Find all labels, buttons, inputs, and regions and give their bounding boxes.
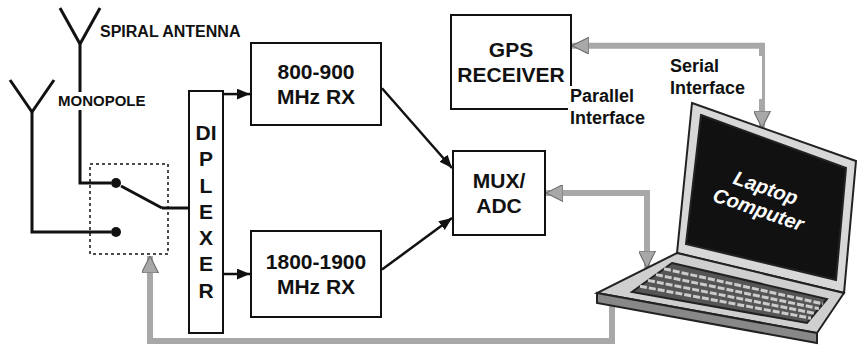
antenna-arm xyxy=(60,8,80,44)
keyboard-keys xyxy=(648,280,815,313)
interface-label: Serial Interface xyxy=(668,56,762,99)
switch-contact xyxy=(111,178,121,188)
diplexer-box: DIPLEXER xyxy=(188,90,224,334)
box-label: MUX/ ADC xyxy=(468,168,530,218)
signal-arrow xyxy=(382,88,452,168)
interface-label: Parallel Interface xyxy=(568,86,662,129)
antenna-arm xyxy=(80,8,100,44)
antenna-arm xyxy=(10,80,32,112)
switch-outline xyxy=(90,164,168,254)
laptop-outline xyxy=(572,93,860,346)
antenna-feed xyxy=(80,44,111,183)
switch-contact xyxy=(111,227,121,237)
mux-adc-box: MUX/ ADC xyxy=(452,150,546,236)
keyboard-keys xyxy=(640,286,811,318)
receiver-box: 1800-1900 MHz RX xyxy=(250,230,382,318)
box-label: GPS RECEIVER xyxy=(457,37,565,87)
laptop-screen xyxy=(686,115,846,280)
keyboard-keys xyxy=(664,269,823,304)
antenna-feed xyxy=(32,112,111,232)
laptop-keyboard xyxy=(632,263,827,323)
switch-blade xyxy=(121,186,162,208)
box-label: 1800-1900 MHz RX xyxy=(258,249,374,299)
laptop-computer: Laptop Computer xyxy=(572,93,860,346)
antenna-arm xyxy=(32,80,54,112)
box-label: DIPLEXER xyxy=(196,120,217,304)
signal-arrow xyxy=(382,218,452,270)
signal-arrow xyxy=(224,93,250,96)
antenna-label: MONOPOLE xyxy=(56,92,148,110)
signal-arrow xyxy=(224,273,250,276)
receiver-box: 800-900 MHz RX xyxy=(250,42,382,126)
switch-wire xyxy=(162,207,188,210)
rf-switch xyxy=(90,164,188,254)
box-label: 800-900 MHz RX xyxy=(266,59,366,109)
interface-arrow xyxy=(546,193,647,268)
antenna-label: SPIRAL ANTENNA xyxy=(98,22,242,41)
gps-box: GPS RECEIVER xyxy=(450,14,572,110)
